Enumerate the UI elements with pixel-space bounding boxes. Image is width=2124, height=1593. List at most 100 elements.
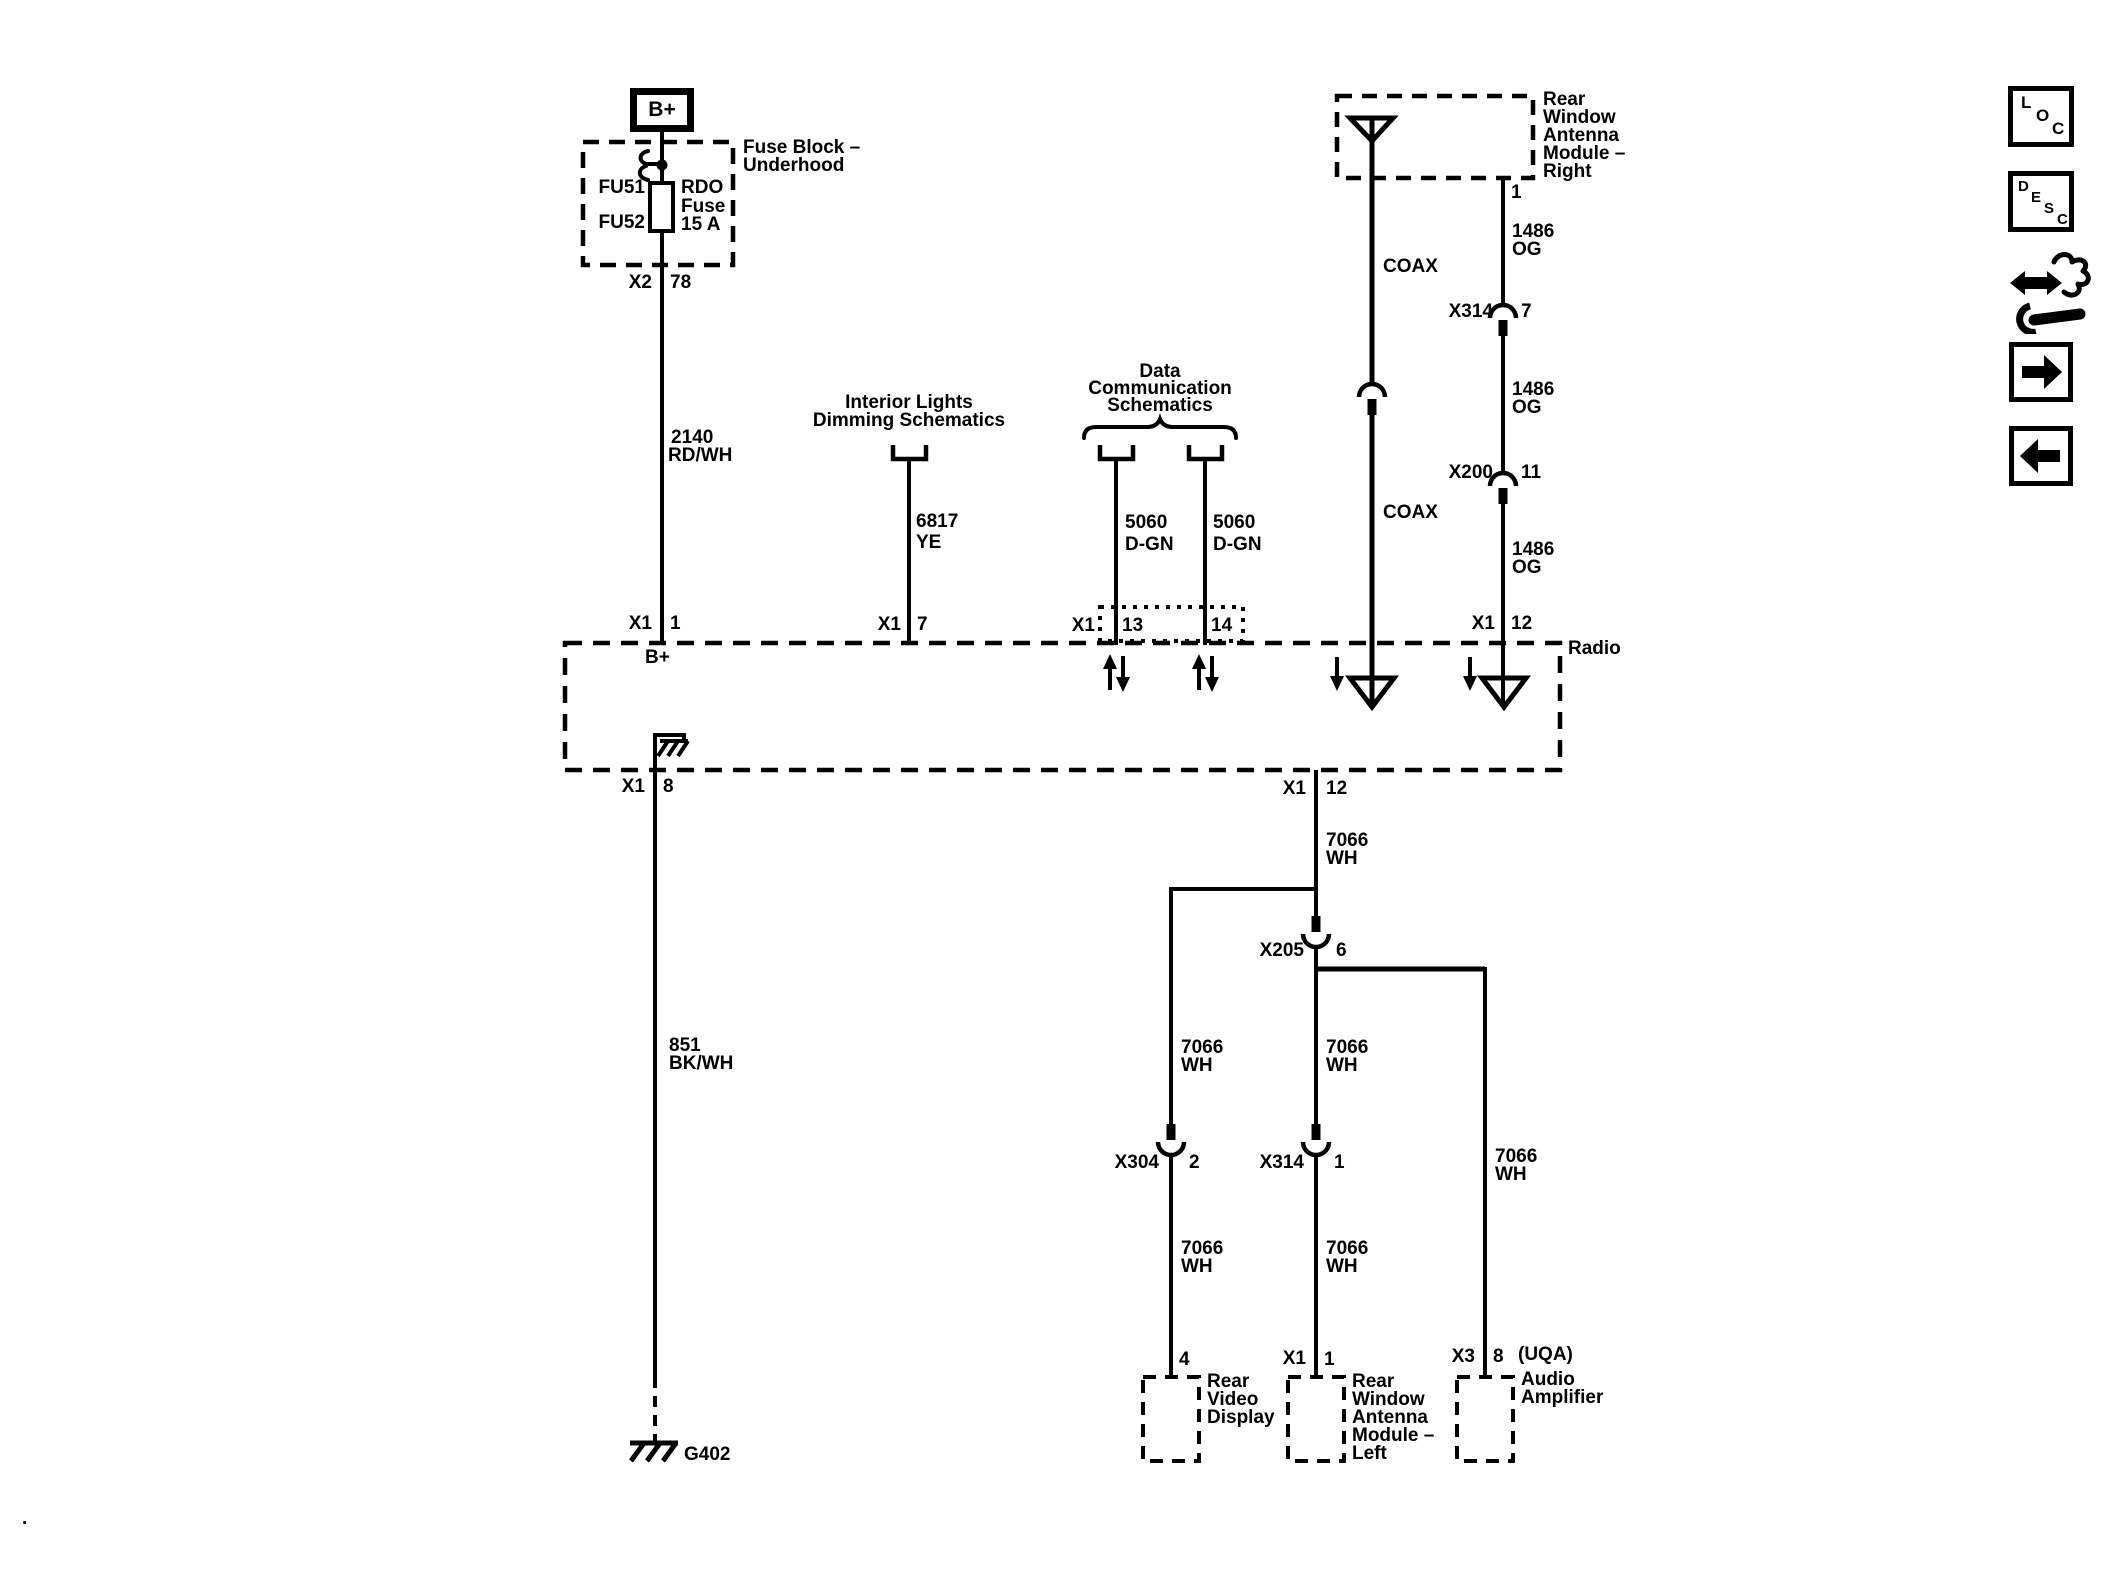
loc-button[interactable]: L O C: [2008, 86, 2074, 147]
antenna-right-title-1: Rear: [1543, 89, 1586, 110]
wire-label-wh-left-dn: WH: [1181, 1256, 1213, 1277]
pin-label-x3: X3: [1451, 1346, 1475, 1367]
inline-connector-icon: [1356, 381, 1388, 398]
double-arrow-icon: [2010, 271, 2062, 295]
connector-x314-1-icon: [1300, 1141, 1332, 1158]
pin-label-13: 13: [1122, 615, 1144, 636]
wire-label-7066-left-up: 7066: [1181, 1037, 1224, 1058]
connector-stub: [1498, 488, 1508, 504]
wire-label-7066-right: 7066: [1495, 1146, 1538, 1167]
data-comm-title-2: Communication: [1088, 378, 1232, 399]
antenna-module-left-box: [1286, 1375, 1346, 1463]
connector-pin-11: 11: [1521, 462, 1542, 483]
serial-data-arrows: [1103, 654, 1219, 692]
wire-label-7066-left-dn: 7066: [1181, 1238, 1224, 1259]
pin-label-x1-ground: X1: [621, 776, 645, 797]
ground-branch: [628, 733, 690, 1463]
desc-letter-e: E: [2031, 189, 2042, 206]
pin-label-8-amp: 8: [1493, 1346, 1504, 1367]
rwaml-title-1: Rear: [1352, 1371, 1395, 1392]
connector-stub: [1166, 1124, 1176, 1140]
rwaml-title-3: Antenna: [1352, 1407, 1428, 1428]
schematic-ref-bracket-icon: [890, 445, 929, 462]
coax-label-lower: COAX: [1383, 502, 1438, 523]
connector-label-x200: X200: [1448, 462, 1493, 483]
antenna-terminal-icon: [1344, 675, 1400, 712]
pin-label-x1-left-module: X1: [1282, 1348, 1306, 1369]
ground-label-g402: G402: [684, 1444, 731, 1465]
antenna-right-title-3: Antenna: [1543, 125, 1619, 146]
fuse-block-title-1: Fuse Block –: [743, 137, 861, 158]
wire-label-wh-mid-dn: WH: [1326, 1256, 1358, 1277]
down-arrow-icon: [1463, 676, 1477, 691]
wire-label-5060-left: 5060: [1125, 512, 1168, 533]
rear-video-display-box: [1141, 1375, 1201, 1463]
left-arrow-icon: [2020, 439, 2060, 473]
next-page-button[interactable]: [2009, 342, 2073, 402]
connector-pin-7: 7: [1521, 301, 1532, 322]
wire-label-ye: YE: [916, 532, 942, 553]
pin-label-x1-data: X1: [1071, 615, 1095, 636]
dimming-branch: [890, 445, 929, 645]
fuse-block-box: [580, 139, 736, 268]
rvd-title-2: Video: [1207, 1389, 1259, 1410]
antenna-module-right-box: [1334, 93, 1536, 181]
wire-label-7066-mid-dn: 7066: [1326, 1238, 1369, 1259]
rvd-title-1: Rear: [1207, 1371, 1250, 1392]
wrench-icon: [2016, 302, 2086, 334]
previous-page-button[interactable]: [2009, 426, 2073, 486]
antenna-right-title-4: Module –: [1543, 143, 1626, 164]
dimming-title-1: Interior Lights: [845, 392, 973, 413]
stray-period-mark: .: [22, 1508, 28, 1529]
fuse-icon: [648, 181, 675, 233]
wire-label-og-2: OG: [1512, 397, 1542, 418]
connector-stub: [1498, 320, 1508, 336]
connector-x205-icon: [1300, 933, 1332, 950]
connector-label-x304: X304: [1114, 1152, 1159, 1173]
pin-label-4: 4: [1179, 1349, 1190, 1370]
desc-button[interactable]: D E S C: [2008, 171, 2074, 232]
wire-label-wh-mid-up: WH: [1326, 1055, 1358, 1076]
pin-label-1-power: 1: [670, 613, 681, 634]
pin-label-8-ground: 8: [663, 776, 674, 797]
pin-label-14: 14: [1211, 615, 1233, 636]
wire-label-wh-out: WH: [1326, 848, 1358, 869]
radio-name-label: Radio: [1568, 638, 1621, 659]
wire-label-1486-3: 1486: [1512, 539, 1555, 560]
pin-label-x2: X2: [628, 272, 652, 293]
desc-letter-c: C: [2057, 211, 2068, 228]
battery-terminal: B+: [630, 88, 694, 132]
loc-letter-c: C: [2052, 119, 2065, 138]
pin-label-12-rear-out: 12: [1326, 778, 1348, 799]
audio-amplifier-box: [1455, 1375, 1515, 1463]
repair-tools-button[interactable]: [2006, 248, 2098, 334]
desc-letter-d: D: [2018, 178, 2029, 195]
fuse-rating-label: 15 A: [681, 214, 721, 235]
fuse-name-label: RDO: [681, 177, 724, 198]
pin-label-x1-dimming: X1: [877, 614, 901, 635]
down-arrow-icon: [1330, 676, 1344, 691]
fuse-slot-top-label: FU51: [598, 177, 645, 198]
wire-label-dgn-left: D-GN: [1125, 534, 1174, 555]
rwaml-title-4: Module –: [1352, 1425, 1435, 1446]
schematic-ref-bracket-icon: [1186, 445, 1225, 462]
wire-label-851: 851: [669, 1035, 701, 1056]
right-arrow-icon: [2022, 355, 2062, 389]
wire-label-2140: 2140: [671, 427, 714, 448]
connector-pin-6: 6: [1336, 940, 1347, 961]
loc-letter-o: O: [2036, 106, 2050, 125]
schematic-ref-bracket-icon: [1097, 445, 1136, 462]
amp-title-2: Amplifier: [1521, 1387, 1604, 1408]
radio-box: [562, 640, 1563, 773]
wire-label-1486-2: 1486: [1512, 379, 1555, 400]
fuse-clip-icon: [637, 149, 661, 182]
wire-label-7066-mid-up: 7066: [1326, 1037, 1369, 1058]
junction-dot: [656, 159, 668, 171]
wire-label-og-3: OG: [1512, 557, 1542, 578]
dimming-title-2: Dimming Schematics: [812, 410, 1006, 431]
brace-icon: [1082, 413, 1238, 440]
pin-label-7: 7: [917, 614, 928, 635]
connector-label-x314-7: X314: [1448, 301, 1493, 322]
